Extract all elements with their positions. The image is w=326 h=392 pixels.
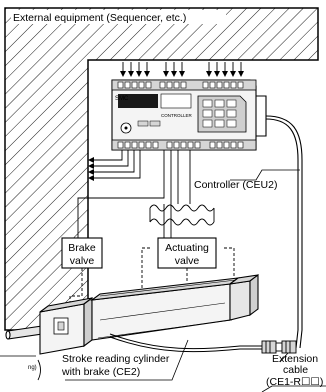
controller-label: Controller (CEU2) bbox=[194, 179, 277, 191]
cut-off-text: ng) bbox=[28, 365, 37, 371]
extension-cable-label-2: cable bbox=[283, 364, 308, 376]
external-equipment-block: External equipment (Sequencer, etc.) bbox=[4, 7, 319, 331]
controller-device: SMC CONTROLLER bbox=[111, 79, 257, 151]
actuating-valve-label-1: Actuating bbox=[165, 242, 209, 254]
actuating-valve-label-2: valve bbox=[175, 255, 200, 267]
brake-valve-label-1: Brake bbox=[68, 242, 96, 254]
extension-cable-model: (CE1-R☐☐) bbox=[266, 376, 323, 388]
controller-panel-title: CONTROLLER bbox=[161, 113, 193, 118]
brake-valve-label-2: valve bbox=[70, 255, 95, 267]
cylinder-label-leader bbox=[65, 339, 189, 381]
wire-crossover bbox=[149, 204, 215, 226]
extension-cable-leader bbox=[261, 352, 326, 392]
external-equipment-label: External equipment (Sequencer, etc.) bbox=[13, 12, 186, 24]
cable-connector bbox=[261, 340, 297, 354]
actuating-valve: Actuating valve bbox=[157, 237, 217, 269]
output-signal-arrows bbox=[88, 157, 94, 181]
cut-off-fragment: ng) bbox=[0, 355, 41, 381]
brake-valve: Brake valve bbox=[61, 237, 103, 269]
stroke-reading-cylinder bbox=[5, 273, 259, 355]
valve-wires bbox=[77, 150, 191, 240]
input-signal-arrows bbox=[120, 62, 244, 77]
controller-cable bbox=[256, 95, 303, 349]
sensor-cable bbox=[109, 333, 262, 353]
controller-brand: SMC bbox=[115, 96, 129, 102]
cylinder-label-2: with brake (CE2) bbox=[61, 366, 140, 378]
output-signal-wires bbox=[90, 150, 141, 179]
controller-label-leader bbox=[230, 169, 300, 181]
controller-display bbox=[118, 94, 158, 108]
extension-cable-label-1: Extension bbox=[272, 353, 318, 365]
cylinder-label-1: Stroke reading cylinder bbox=[62, 353, 170, 365]
